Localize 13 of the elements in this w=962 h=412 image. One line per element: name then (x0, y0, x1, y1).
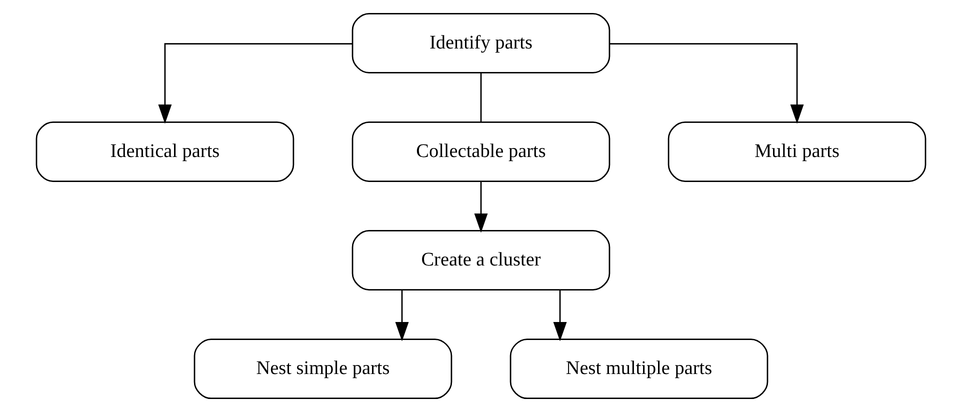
node-box: Identify parts (352, 12, 610, 74)
arrow (610, 43, 804, 124)
node-box: Nest simple parts (194, 338, 452, 400)
node-box: Multi parts (668, 122, 926, 182)
node-box: Nest multiple parts (510, 338, 768, 400)
node-box: Collectable parts (352, 122, 610, 182)
arrow (474, 181, 488, 233)
node-box: Create a cluster (352, 230, 610, 290)
arrow (553, 290, 567, 342)
node-box: Identical parts (36, 122, 294, 182)
connector (480, 72, 482, 122)
arrow (395, 290, 409, 342)
arrow (158, 43, 352, 124)
